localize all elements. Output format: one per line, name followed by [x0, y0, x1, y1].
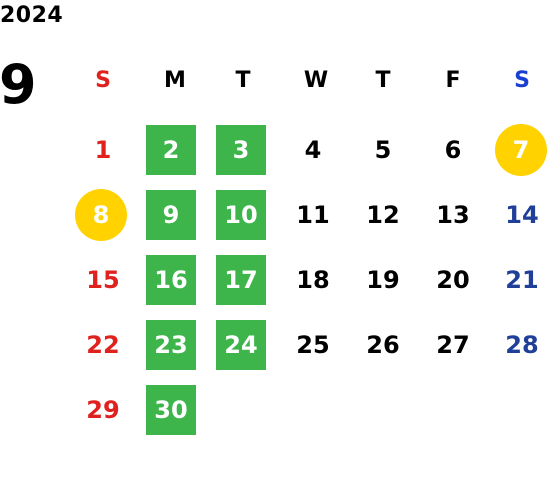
weekday-header-sunday: S — [95, 68, 111, 93]
weekday-header-monday: M — [164, 68, 186, 93]
day-cell[interactable]: 4 — [304, 136, 322, 164]
day-cell[interactable]: 9 — [146, 190, 196, 240]
weekday-header-tuesday: T — [235, 68, 251, 93]
day-cell[interactable]: 30 — [146, 385, 196, 435]
month-number: 9 — [0, 53, 37, 116]
day-cell[interactable]: 29 — [86, 396, 120, 424]
weekday-header-wednesday: W — [303, 68, 329, 93]
day-cell[interactable]: 3 — [216, 125, 266, 175]
day-cell[interactable]: 10 — [216, 190, 266, 240]
day-cell[interactable]: 28 — [505, 331, 539, 359]
day-cell[interactable]: 11 — [296, 201, 330, 229]
day-cell[interactable]: 22 — [86, 331, 120, 359]
day-cell[interactable]: 20 — [436, 266, 470, 294]
day-cell[interactable]: 7 — [495, 124, 547, 176]
day-cell[interactable]: 19 — [366, 266, 400, 294]
day-cell[interactable]: 8 — [75, 189, 127, 241]
day-cell[interactable]: 18 — [296, 266, 330, 294]
year-label: 2024 — [0, 3, 64, 28]
day-cell[interactable]: 17 — [216, 255, 266, 305]
day-cell[interactable]: 25 — [296, 331, 330, 359]
day-cell[interactable]: 16 — [146, 255, 196, 305]
day-cell[interactable]: 6 — [444, 136, 462, 164]
day-cell[interactable]: 12 — [366, 201, 400, 229]
day-cell[interactable]: 27 — [436, 331, 470, 359]
day-cell[interactable]: 15 — [86, 266, 120, 294]
day-cell[interactable]: 13 — [436, 201, 470, 229]
day-cell[interactable]: 14 — [505, 201, 539, 229]
weekday-header-friday: F — [445, 68, 461, 93]
day-cell[interactable]: 1 — [94, 136, 112, 164]
day-cell[interactable]: 26 — [366, 331, 400, 359]
day-cell[interactable]: 2 — [146, 125, 196, 175]
day-cell[interactable]: 5 — [374, 136, 392, 164]
day-cell[interactable]: 23 — [146, 320, 196, 370]
day-cell[interactable]: 21 — [505, 266, 539, 294]
day-cell[interactable]: 24 — [216, 320, 266, 370]
weekday-header-thursday: T — [375, 68, 391, 93]
weekday-header-saturday: S — [514, 68, 530, 93]
